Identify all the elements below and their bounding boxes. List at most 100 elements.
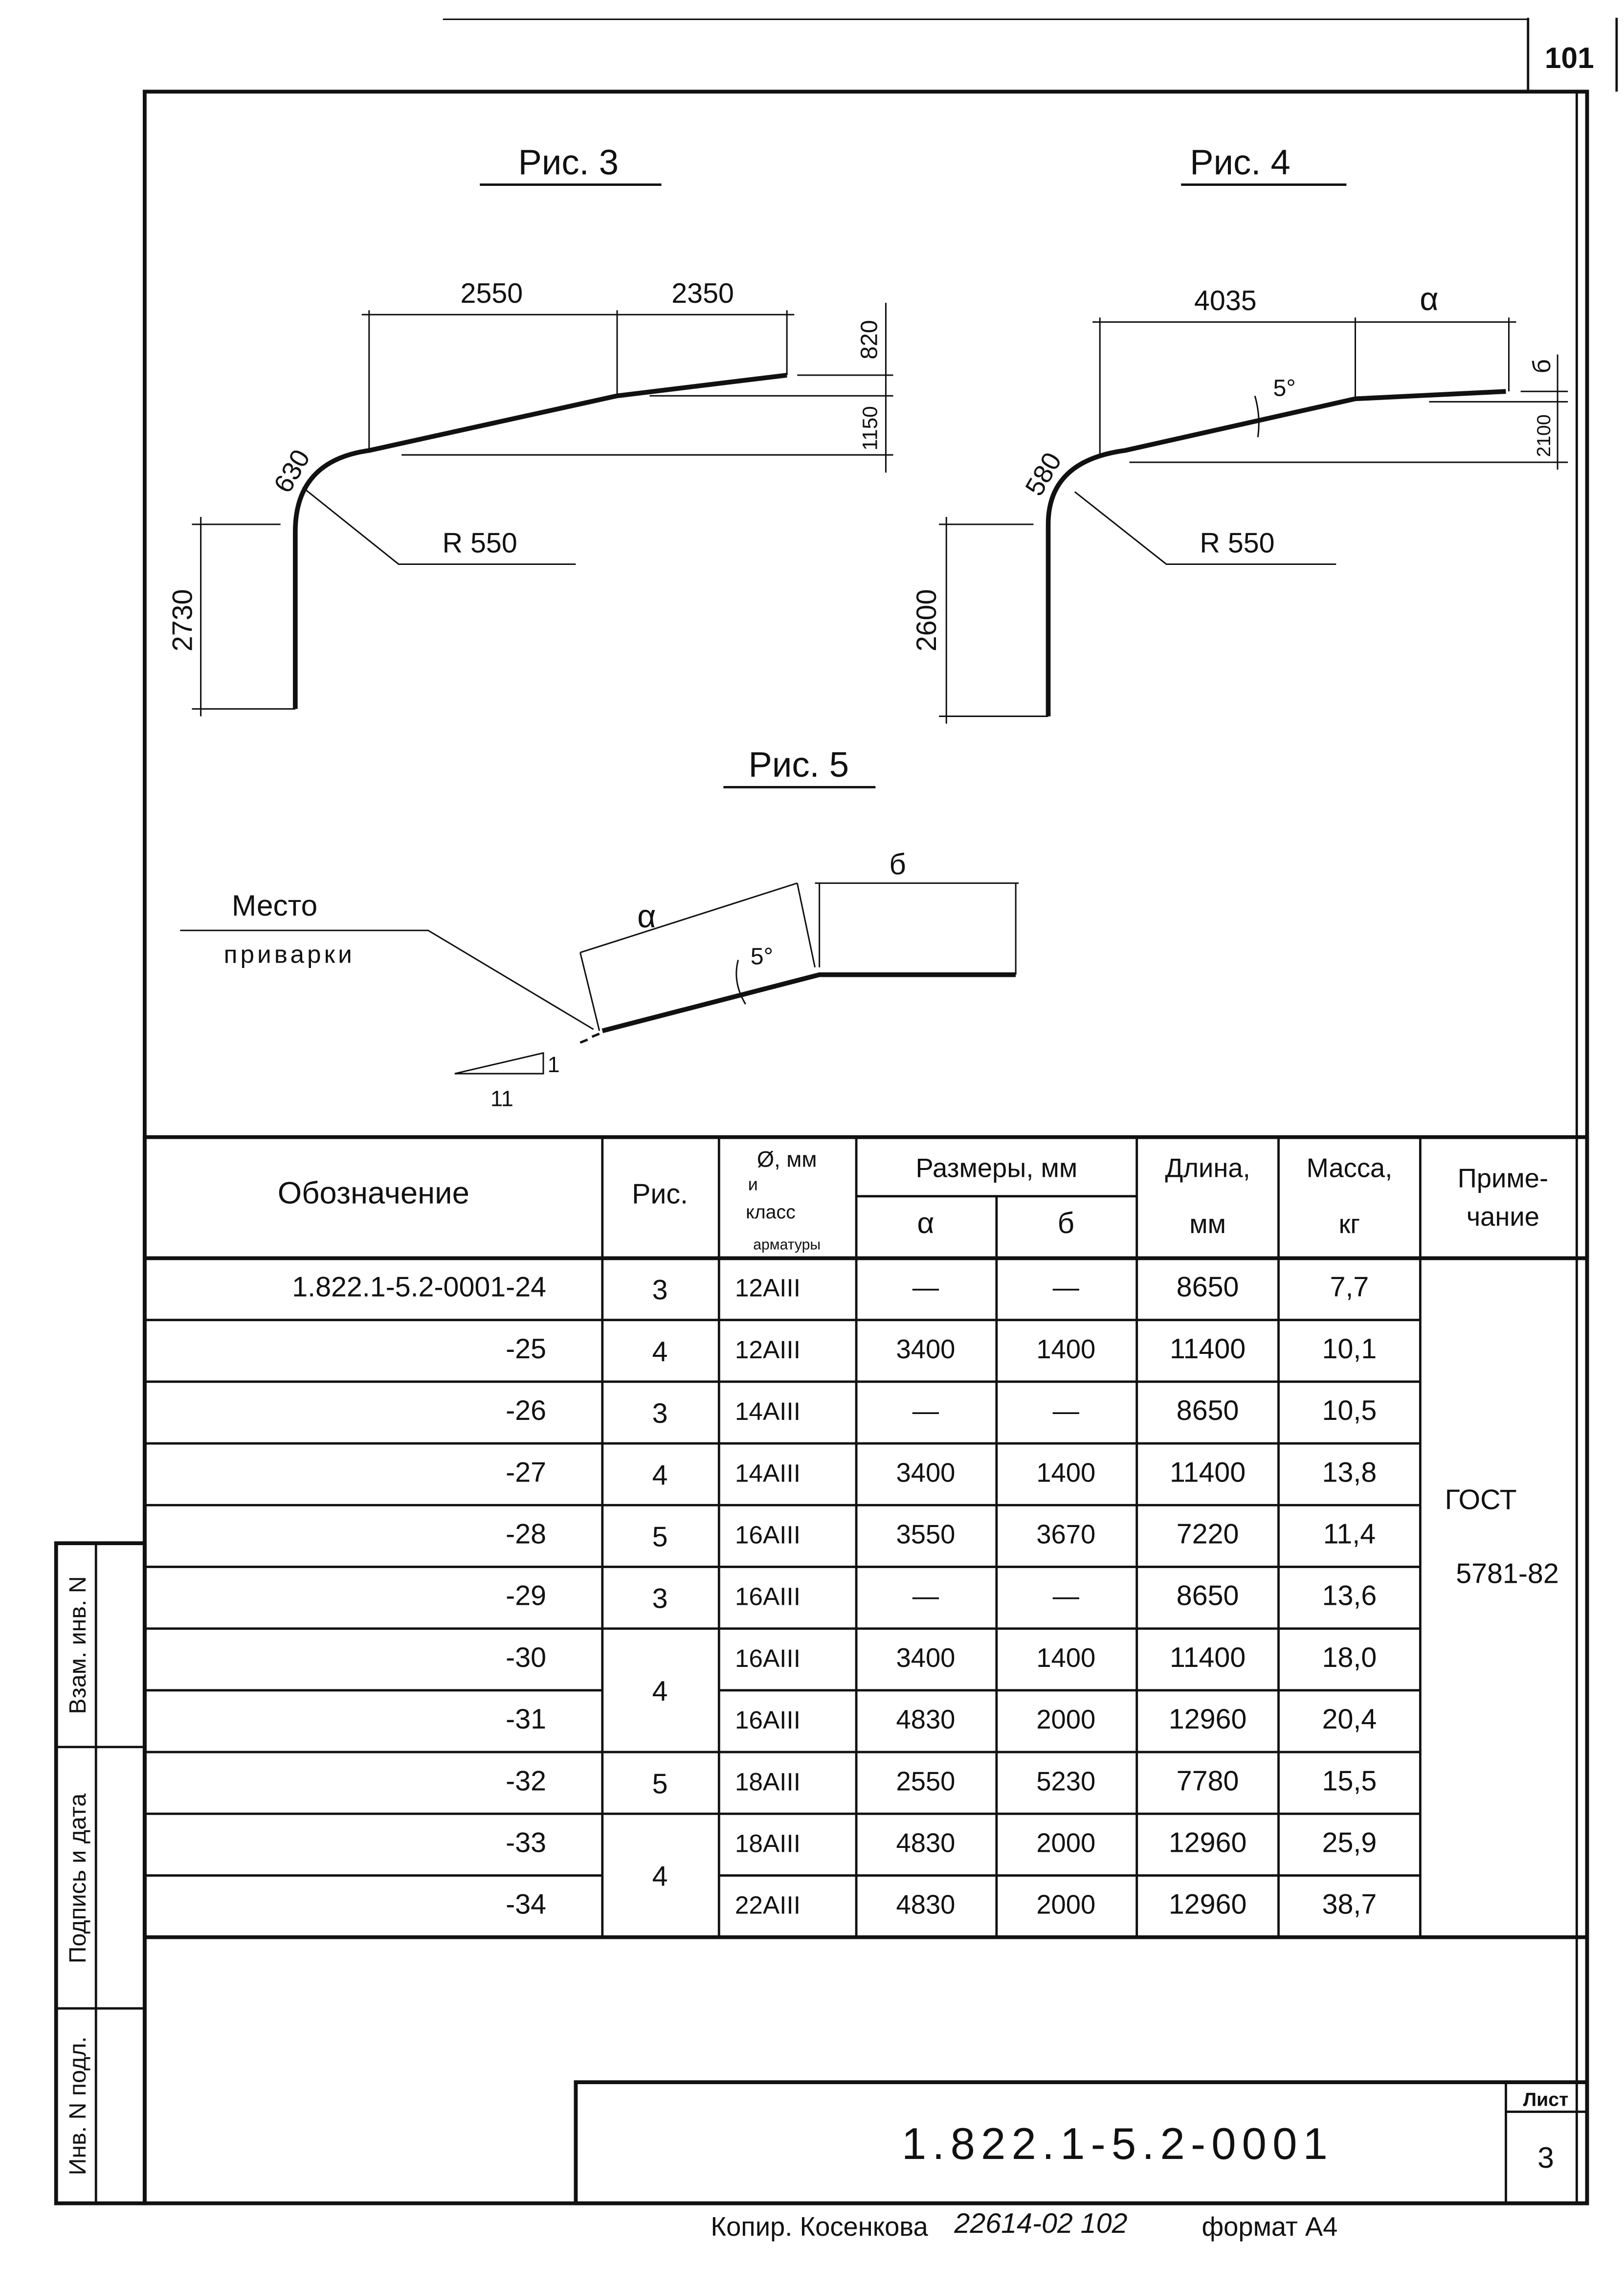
cell-designation: -30 <box>506 1642 546 1673</box>
fig3-bar-shape <box>292 373 787 709</box>
note-gost: ГОСТ <box>1445 1484 1517 1516</box>
cell-length: 8650 <box>1177 1580 1239 1612</box>
cell-fig: 5 <box>652 1768 668 1799</box>
cell-size-a: 3400 <box>896 1643 956 1673</box>
cell-size-b: 3670 <box>1036 1519 1095 1549</box>
cell-size-a: 4830 <box>896 1890 956 1920</box>
header-dia-3: класс <box>746 1201 796 1223</box>
cell-size-a: — <box>912 1581 939 1611</box>
cell-size-a: 3400 <box>896 1458 956 1487</box>
header-length-1: Длина, <box>1165 1153 1250 1183</box>
fig4-angle: 5° <box>1273 375 1296 401</box>
header-note-2: чание <box>1467 1202 1539 1232</box>
cell-mass: 10,5 <box>1322 1395 1377 1426</box>
fig5-weld-label-1: Место <box>232 889 317 922</box>
fig5-dim-a: α <box>637 899 656 935</box>
cell-diameter-class: 14AIII <box>735 1459 801 1487</box>
footer: Копир. Косенкова 22614-02 102 формат А4 <box>711 2208 1337 2242</box>
fig4-radius: R 550 <box>1200 527 1274 559</box>
cell-size-b: 5230 <box>1036 1766 1095 1796</box>
cell-mass: 11,4 <box>1323 1518 1376 1550</box>
fig4-title: Рис. 4 <box>1190 142 1290 182</box>
top-sheet-number: 101 <box>1545 41 1594 74</box>
fig3-dim-2550: 2550 <box>461 278 523 309</box>
footer-copied-by: Копир. Косенкова <box>711 2212 928 2242</box>
cell-length: 8650 <box>1177 1272 1239 1303</box>
sheet-number: 3 <box>1537 2141 1554 2174</box>
cell-mass: 7,7 <box>1330 1272 1369 1303</box>
fig3-dim-820: 820 <box>856 320 882 360</box>
cell-mass: 13,8 <box>1322 1457 1377 1488</box>
cell-fig: 3 <box>652 1398 668 1429</box>
cell-size-a: 4830 <box>896 1705 956 1734</box>
figure-4: Рис. 4 4035 α б 2100 5° 580 R 550 2600 <box>911 142 1568 724</box>
cell-designation: -28 <box>506 1518 546 1550</box>
sheet-label: Лист <box>1523 2089 1569 2110</box>
cell-size-a: — <box>912 1273 939 1303</box>
cell-fig: 5 <box>652 1521 668 1552</box>
header-note-1: Приме- <box>1458 1164 1548 1193</box>
cell-designation: -29 <box>506 1580 546 1612</box>
rebar-table: Обозначение Рис. Ø, мм и класс арматуры … <box>142 1135 1589 1939</box>
cell-designation: 1.822.1-5.2-0001-24 <box>292 1272 546 1303</box>
cell-size-a: 3550 <box>896 1519 956 1549</box>
table-header: Обозначение Рис. Ø, мм и класс арматуры … <box>278 1146 1548 1253</box>
title-block: 1.822.1-5.2-0001 Лист 3 <box>574 2080 1589 2205</box>
cell-designation: -27 <box>506 1457 546 1488</box>
fig4-dim-580: 580 <box>1019 448 1067 501</box>
cell-fig: 4 <box>652 1676 668 1707</box>
cell-size-b: 1400 <box>1036 1334 1095 1364</box>
cell-length: 12960 <box>1169 1889 1247 1920</box>
cell-designation: -26 <box>506 1395 546 1426</box>
fig4-dim-2100: 2100 <box>1533 414 1555 457</box>
cell-diameter-class: 12AIII <box>735 1274 801 1302</box>
cell-diameter-class: 18AIII <box>735 1768 801 1796</box>
fig3-dim-2730: 2730 <box>167 589 198 652</box>
fig3-dim-1150: 1150 <box>858 406 881 450</box>
cell-size-b: 1400 <box>1036 1458 1095 1487</box>
cell-designation: -25 <box>506 1333 546 1365</box>
header-dia-2: и <box>748 1174 758 1194</box>
cell-mass: 10,1 <box>1322 1333 1377 1365</box>
cell-length: 7780 <box>1177 1765 1239 1797</box>
footer-handwritten-number: 22614-02 102 <box>954 2208 1127 2239</box>
cell-mass: 25,9 <box>1322 1827 1377 1858</box>
header-size-b: б <box>1057 1206 1074 1239</box>
cell-mass: 13,6 <box>1322 1580 1377 1612</box>
cell-size-b: — <box>1053 1273 1080 1303</box>
cell-length: 11400 <box>1170 1333 1246 1365</box>
fig4-bar-shape <box>1046 389 1506 717</box>
fig5-dim-b: б <box>889 847 906 880</box>
fig5-weld-label-2: приварки <box>224 941 355 968</box>
fig5-title: Рис. 5 <box>749 745 849 785</box>
cell-fig: 4 <box>652 1336 668 1368</box>
figure-3: Рис. 3 2550 2350 820 1150 630 R 550 2730 <box>167 142 893 717</box>
header-size-a: α <box>917 1206 934 1239</box>
fig3-radius: R 550 <box>443 527 517 559</box>
header-sizes: Размеры, мм <box>916 1153 1078 1183</box>
fig3-title: Рис. 3 <box>518 142 619 182</box>
cell-diameter-class: 12AIII <box>735 1336 801 1364</box>
fig4-dim-2600: 2600 <box>911 589 942 652</box>
cell-diameter-class: 16AIII <box>735 1583 801 1611</box>
fig4-dim-4035: 4035 <box>1194 285 1257 316</box>
cell-fig: 3 <box>652 1583 668 1615</box>
cell-size-a: 2550 <box>896 1766 956 1796</box>
cell-designation: -34 <box>506 1889 546 1920</box>
cell-mass: 38,7 <box>1322 1889 1377 1920</box>
cell-length: 8650 <box>1177 1395 1239 1426</box>
fig5-slope-v: 1 <box>548 1052 560 1077</box>
header-dia-1: Ø, мм <box>757 1146 817 1171</box>
cell-length: 7220 <box>1177 1518 1239 1550</box>
fig3-dim-630: 630 <box>268 445 316 498</box>
header-mass-2: кг <box>1339 1209 1360 1239</box>
cell-size-b: — <box>1053 1581 1080 1611</box>
cell-size-a: 4830 <box>896 1828 956 1858</box>
cell-mass: 15,5 <box>1322 1765 1377 1797</box>
side-stamp: Взам. инв. N Подпись и дата Инв. N подл. <box>54 1541 147 2205</box>
